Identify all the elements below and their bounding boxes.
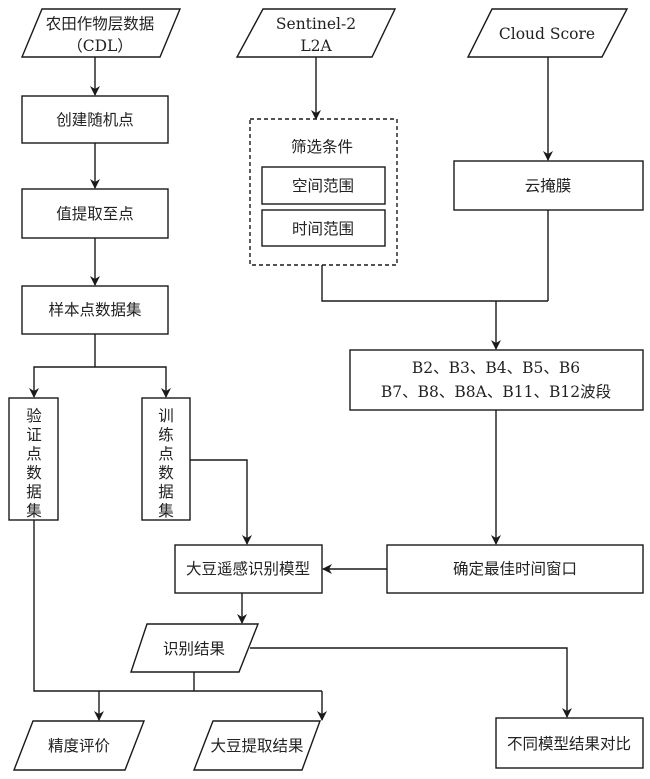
cdl-label-line1: 农田作物层数据	[46, 15, 155, 33]
node-extract-values: 值提取至点	[21, 188, 169, 239]
filter-temporal-box	[261, 209, 386, 247]
cloud-score-label: Cloud Score	[499, 25, 595, 43]
edge-sample-to-training	[95, 366, 171, 398]
node-comparison: 不同模型结果对比	[495, 717, 644, 769]
edge-sample-to-validation	[29, 366, 95, 398]
training-char-1: 练	[158, 426, 174, 444]
time-window-label: 确定最佳时间窗口	[453, 560, 577, 578]
node-model: 大豆遥感识别模型	[174, 544, 323, 594]
random-points-label: 创建随机点	[56, 111, 134, 129]
filter-title: 筛选条件	[291, 138, 353, 156]
edges	[29, 57, 572, 721]
sentinel-label-line1: Sentinel-2	[276, 15, 356, 33]
node-random-points: 创建随机点	[21, 95, 169, 144]
bands-label-line1: B2、B3、B4、B5、B6	[412, 359, 580, 377]
edge-result-to-comparison	[250, 647, 572, 718]
model-label: 大豆遥感识别模型	[186, 560, 310, 578]
node-time-window: 确定最佳时间窗口	[386, 544, 644, 594]
result-label: 识别结果	[163, 640, 225, 658]
validation-char-3: 数	[26, 464, 42, 482]
validation-char-0: 验	[26, 407, 42, 425]
cloud-mask-label: 云掩膜	[525, 177, 572, 195]
node-training-dataset: 训 练 点 数 据 集	[141, 397, 191, 521]
training-char-2: 点	[158, 445, 174, 463]
accuracy-label: 精度评价	[48, 737, 111, 755]
node-cloud-score: Cloud Score	[466, 8, 629, 58]
training-char-3: 数	[158, 464, 174, 482]
cdl-label-line2: （CDL）	[67, 37, 133, 55]
node-result: 识别结果	[130, 623, 260, 673]
sentinel-label-line2: L2A	[300, 37, 332, 55]
comparison-label: 不同模型结果对比	[507, 735, 631, 753]
node-cloud-mask: 云掩膜	[453, 160, 644, 211]
node-sentinel: Sentinel-2 L2A	[235, 8, 397, 58]
training-char-4: 据	[158, 483, 174, 501]
validation-char-2: 点	[26, 445, 42, 463]
validation-char-1: 证	[26, 426, 42, 444]
filter-temporal-label: 时间范围	[292, 220, 354, 238]
validation-char-4: 据	[26, 483, 42, 501]
extract-values-label: 值提取至点	[56, 205, 134, 223]
node-validation-dataset: 验 证 点 数 据 集	[8, 397, 59, 521]
node-extraction: 大豆提取结果	[192, 720, 322, 771]
edge-validation-to-bottom-bus	[33, 520, 322, 692]
edge-filter-to-merge	[321, 265, 548, 302]
node-sample-dataset: 样本点数据集	[21, 285, 169, 335]
bands-label-line2: B7、B8、B8A、B11、B12波段	[381, 383, 611, 401]
training-char-0: 训	[158, 407, 174, 425]
filter-spatial-box	[261, 166, 386, 205]
node-accuracy: 精度评价	[12, 720, 146, 771]
node-cdl: 农田作物层数据 （CDL）	[20, 8, 182, 58]
extraction-label: 大豆提取结果	[210, 737, 303, 755]
sample-dataset-label: 样本点数据集	[48, 301, 141, 319]
training-char-5: 集	[158, 502, 174, 520]
validation-char-5: 集	[26, 502, 42, 520]
edge-training-to-model	[190, 459, 252, 545]
node-bands: B2、B3、B4、B5、B6 B7、B8、B8A、B11、B12波段	[349, 349, 644, 411]
filter-spatial-label: 空间范围	[292, 177, 354, 195]
node-filter-group: 筛选条件 空间范围 时间范围	[249, 118, 398, 266]
